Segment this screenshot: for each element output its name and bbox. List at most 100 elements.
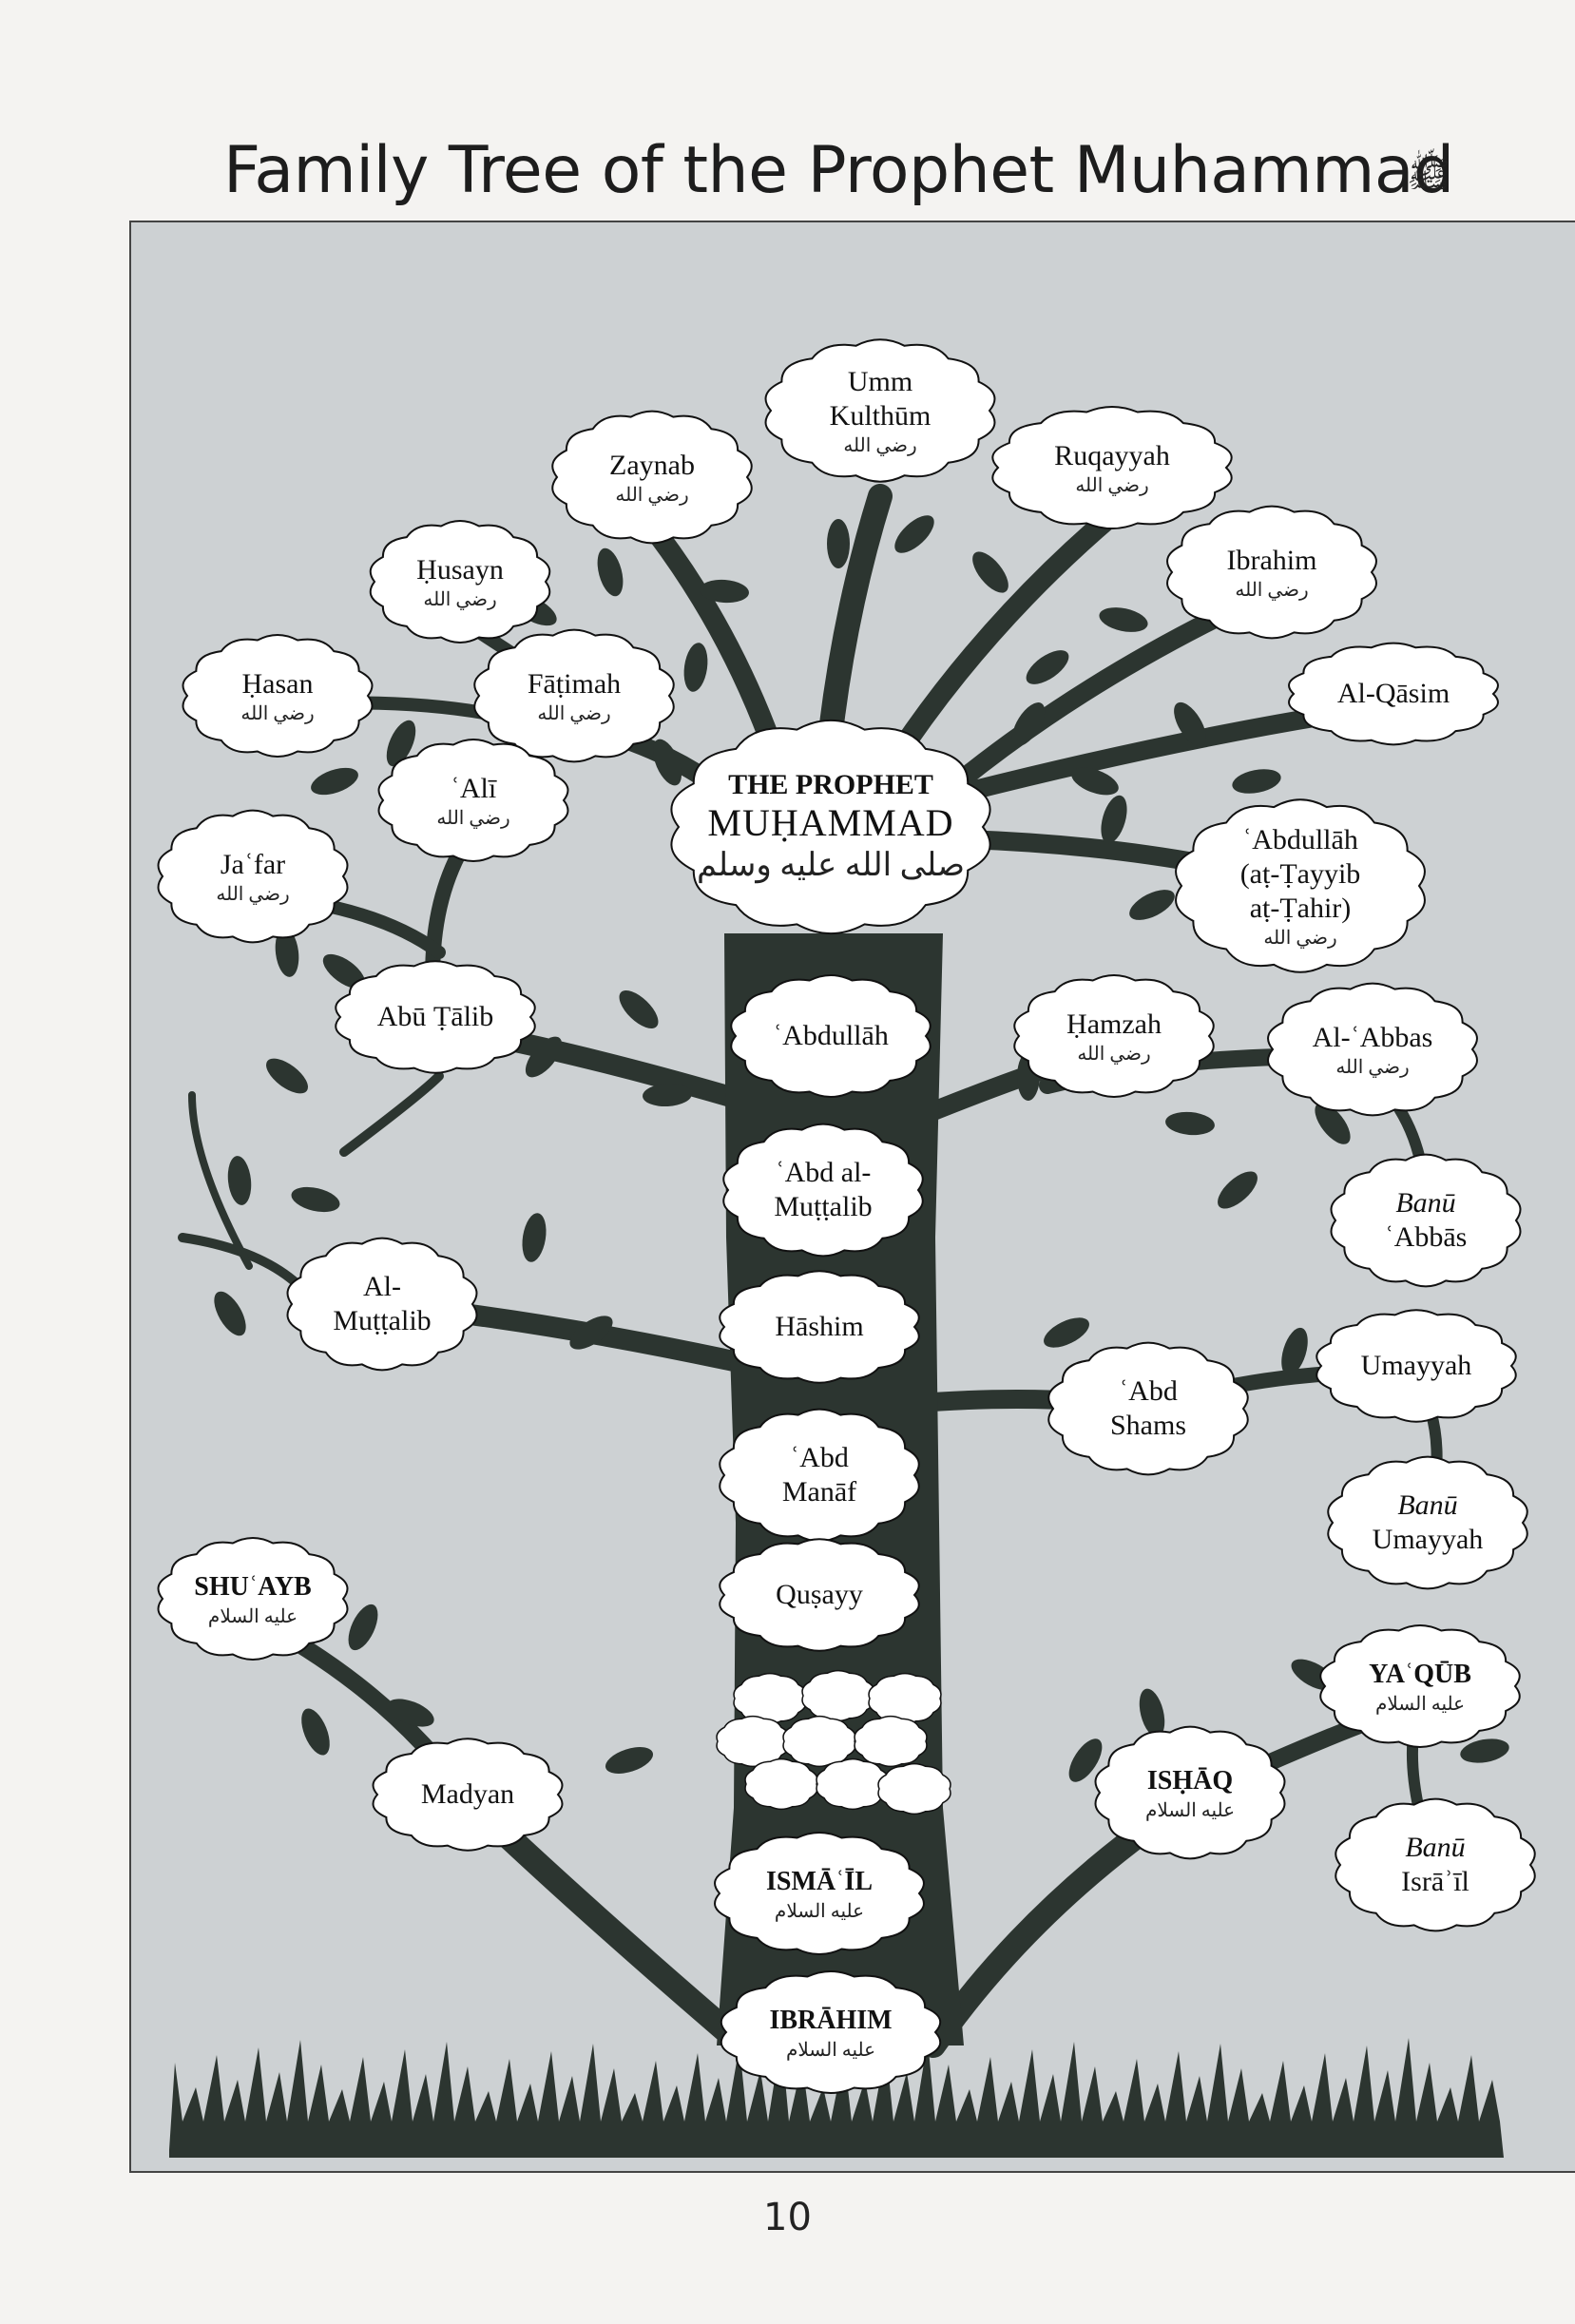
honorific-text: رضي الله (216, 884, 290, 905)
tree-leaf (1044, 1317, 1089, 1348)
cloud-yaqub (1319, 1623, 1521, 1749)
cloud-ruqayyah (991, 405, 1233, 530)
node-label: Ḥasan (241, 668, 314, 700)
cloud-ibrahim-son (1166, 505, 1377, 640)
node-label-prefix: Banū (1405, 1832, 1466, 1863)
cloud-al-qasim (1288, 642, 1499, 746)
node-label: ʿAlī (450, 773, 497, 804)
node-label: Banū Isrāʾīl (1401, 1832, 1469, 1897)
tree-leaf (275, 928, 299, 977)
prophet-label-l1: THE PROPHET (728, 769, 933, 800)
tree-leaf (1218, 1171, 1258, 1209)
tree-leaf (1101, 795, 1127, 844)
node-madyan: Madyan (421, 1777, 514, 1812)
tree-leaf (827, 519, 850, 568)
node-al-muttalib: Al- Muṭṭalib (333, 1270, 431, 1338)
tree-leaf (1460, 1738, 1509, 1763)
honorific-text: عليه السلام (785, 2040, 876, 2061)
node-label: Al-Qāsim (1336, 678, 1450, 709)
cloud-qusayy (719, 1538, 920, 1652)
node-label: Banū ʿAbbās (1384, 1187, 1468, 1253)
tree-leaf (652, 739, 682, 786)
node-label: Ḥusayn (416, 554, 504, 586)
tree-leaf (1068, 1738, 1103, 1782)
node-hasan: Ḥasan رضي الله (240, 667, 314, 724)
node-label: ʿAbd al- Muṭṭalib (774, 1157, 873, 1222)
tree-leaf (348, 1604, 378, 1651)
node-label: ʿAbdullāh (aṭ-Ṭayyib aṭ-Ṭahir) (1239, 824, 1361, 924)
cloud-madyan (372, 1738, 564, 1852)
tree-leaf (1281, 1327, 1308, 1376)
tree-leaf (1071, 767, 1119, 796)
unnamed-ancestor-cloud (744, 1757, 818, 1811)
node-label: ʿAbdullāh (773, 1020, 889, 1051)
tree-leaf (683, 643, 708, 692)
honorific-text: رضي الله (423, 589, 497, 610)
tree-leaf (972, 551, 1008, 593)
honorific-text: عليه السلام (1374, 1694, 1466, 1715)
grass (169, 2038, 1504, 2158)
cloud-hashim (719, 1270, 920, 1384)
node-jafar: Jaʿfar رضي الله (216, 848, 289, 905)
page-number: 10 (763, 2196, 812, 2239)
node-label: Ḥamzah (1066, 1008, 1162, 1040)
cloud-zaynab (551, 410, 753, 545)
node-label: Al- Muṭṭalib (333, 1271, 432, 1336)
node-label: Zaynab (609, 450, 695, 481)
tree-leaf (569, 1316, 613, 1350)
tree-leaf (214, 1291, 246, 1336)
node-label: ʿAbd Shams (1109, 1375, 1187, 1441)
node-label: YAʿQŪB (1369, 1660, 1471, 1689)
cloud-husayn (369, 519, 551, 644)
honorific-text: عليه السلام (1144, 1800, 1236, 1821)
node-label: Jaʿfar (220, 849, 286, 880)
honorific-text: عليه السلام (207, 1606, 298, 1627)
title-honorific: ﷺ (1407, 155, 1450, 195)
unnamed-ancestor-cloud (868, 1672, 942, 1725)
node-abd-manaf: ʿAbd Manāf (782, 1441, 856, 1509)
tree-leaf (301, 1708, 330, 1756)
cloud-ishaq (1094, 1725, 1286, 1860)
node-label: Quṣayy (776, 1579, 863, 1610)
prophet-cloud (670, 720, 991, 934)
honorific-text: رضي الله (240, 703, 315, 724)
node-label: Umayyah (1360, 1350, 1472, 1381)
node-label-prefix: Banū (1397, 1489, 1458, 1521)
tree-leaf (643, 1083, 692, 1107)
tree-leaf (322, 953, 366, 989)
tree-leaf (1174, 701, 1206, 747)
node-label-prefix: Banū (1395, 1187, 1456, 1219)
node-banu-abbas: Banū ʿAbbās (1385, 1186, 1468, 1255)
cloud-al-muttalib (286, 1237, 478, 1372)
cloud-fatimah (473, 628, 675, 763)
node-hashim: Hāshim (775, 1310, 863, 1344)
honorific-text: رضي الله (1263, 928, 1337, 949)
tree-leaf (700, 579, 749, 604)
cloud-al-abbas (1267, 982, 1478, 1117)
tree-artwork (157, 338, 1536, 2158)
honorific-text: رضي الله (843, 435, 917, 456)
node-banu-israil: Banū Isrāʾīl (1401, 1831, 1469, 1899)
honorific-text: رضي الله (1075, 475, 1149, 496)
tree-leaf (291, 1186, 340, 1213)
honorific-text: رضي الله (615, 485, 689, 506)
node-abdullah: ʿAbdullāh (773, 1019, 889, 1053)
tree-leaf (1315, 1103, 1351, 1144)
cloud-abu-talib (335, 960, 536, 1074)
cloud-ali (377, 738, 569, 863)
honorific-text: رضي الله (1335, 1057, 1410, 1078)
node-label: Fāṭimah (527, 668, 622, 700)
tree-leaf (597, 547, 624, 597)
node-banu-umayyah: Banū Umayyah (1373, 1489, 1484, 1557)
tree-leaf (1026, 650, 1069, 684)
node-al-qasim: Al-Qāsim (1337, 677, 1450, 711)
tree-leaf (894, 515, 934, 553)
tree-branch (188, 1091, 253, 1270)
cloud-hamzah (1013, 973, 1215, 1099)
